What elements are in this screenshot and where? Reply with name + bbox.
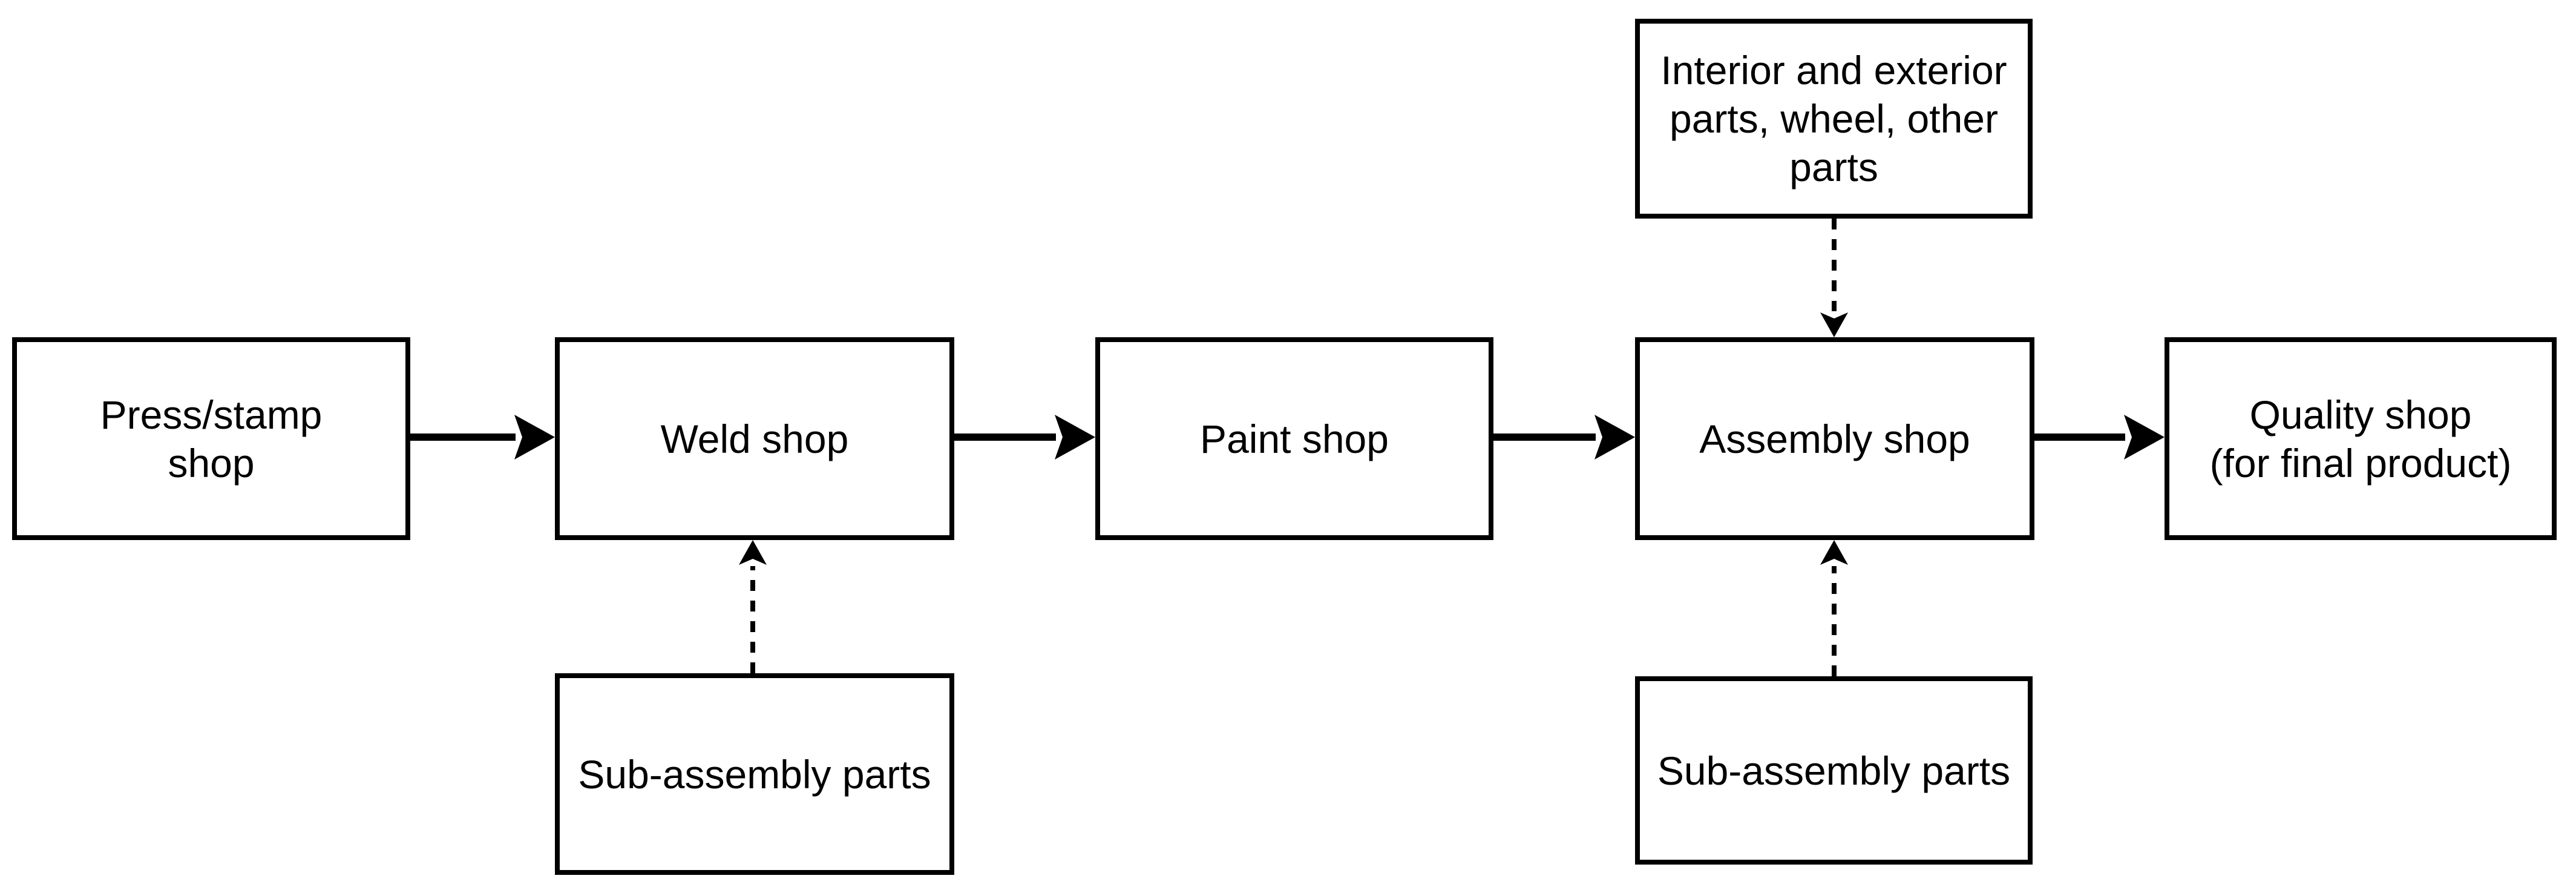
arrow-assembly-to-quality [2033, 415, 2165, 460]
node-paint-shop-label: Paint shop [1200, 416, 1389, 461]
node-assembly-shop: Assembly shop [1635, 337, 2034, 540]
node-interior-exterior-parts: Interior and exterior parts, wheel, othe… [1635, 19, 2033, 219]
node-weld-shop: Weld shop [555, 337, 954, 540]
node-sub-assembly-parts-weld-label: Sub-assembly parts [578, 751, 931, 797]
node-weld-shop-label: Weld shop [660, 416, 849, 461]
node-quality-shop-label: Quality shop (for final product) [2209, 392, 2512, 486]
arrow-subassembly-to-weld [739, 540, 767, 673]
node-press-stamp-shop-label: Press/stamp shop [100, 392, 323, 486]
arrow-weld-to-paint [954, 415, 1095, 460]
arrow-parts-to-assembly [1820, 219, 1848, 337]
node-press-stamp-shop: Press/stamp shop [12, 337, 410, 540]
node-sub-assembly-parts-weld: Sub-assembly parts [555, 673, 954, 875]
node-sub-assembly-parts-assembly-label: Sub-assembly parts [1657, 748, 2011, 793]
node-assembly-shop-label: Assembly shop [1699, 416, 1970, 461]
node-paint-shop: Paint shop [1095, 337, 1493, 540]
arrow-press-to-weld [410, 415, 555, 460]
node-interior-exterior-parts-label: Interior and exterior parts, wheel, othe… [1660, 48, 2007, 190]
arrow-paint-to-assembly [1493, 415, 1635, 460]
node-quality-shop: Quality shop (for final product) [2165, 337, 2557, 540]
arrow-subassembly-to-assembly [1820, 540, 1848, 676]
node-sub-assembly-parts-assembly: Sub-assembly parts [1635, 676, 2033, 865]
